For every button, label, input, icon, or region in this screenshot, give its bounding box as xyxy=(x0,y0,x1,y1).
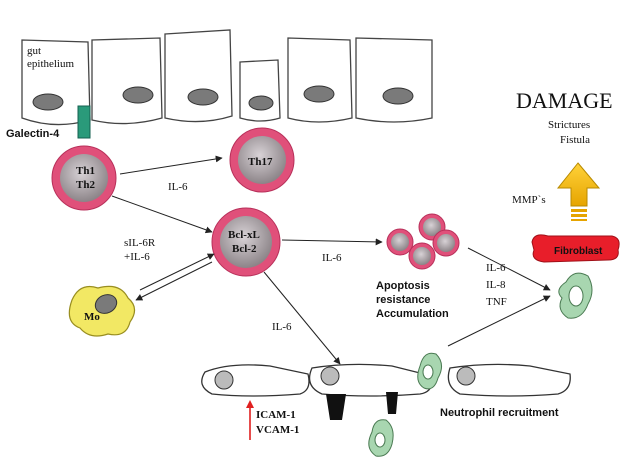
epithelium-label-line2: epithelium xyxy=(27,58,74,70)
icam-label: ICAM-1 xyxy=(256,409,296,421)
th1-th2-cell: Th1 Th2 xyxy=(51,145,117,211)
epithelial-cell xyxy=(91,37,163,125)
il6-label-apoptosis: IL-6 xyxy=(322,252,342,264)
nucleus xyxy=(248,95,274,111)
neutrophil-cell xyxy=(368,419,394,457)
arrow-th-to-th17 xyxy=(119,155,223,175)
arrow-endothelium-to-fibroblast xyxy=(447,295,551,347)
epithelial-cell xyxy=(287,37,353,123)
gut-epithelium: gut epithelium xyxy=(21,29,433,126)
bcl-xl-label: Bcl-xL xyxy=(228,229,260,241)
mmp-arrow xyxy=(556,162,601,221)
neutrophil-cell xyxy=(558,272,593,319)
epithelial-cell xyxy=(164,29,233,123)
cytokine-il6: IL-6 xyxy=(486,262,506,274)
monocyte: Mo xyxy=(68,285,136,337)
sil6r-label-line2: +IL-6 xyxy=(124,251,150,263)
damage-item-fistula: Fistula xyxy=(560,134,590,146)
damage-item-strictures: Strictures xyxy=(548,119,590,131)
cytokine-tnf: TNF xyxy=(486,296,507,308)
th1-label: Th1 xyxy=(76,165,95,177)
nucleus xyxy=(382,87,414,105)
th17-cell: Th17 xyxy=(229,127,295,193)
arrow-bcl-to-apoptosis xyxy=(281,238,383,246)
nucleus xyxy=(303,85,335,103)
vcam-label: VCAM-1 xyxy=(256,424,299,436)
mmps-label: MMP`s xyxy=(512,194,546,206)
neutrophil-cell xyxy=(417,352,442,390)
apoptosis-label-line3: Accumulation xyxy=(376,308,449,320)
bcl-2-label: Bcl-2 xyxy=(232,243,257,255)
endothelium xyxy=(201,363,571,420)
arrow-apoptosis-to-fibroblast xyxy=(467,247,551,291)
epithelium-label-line1: gut xyxy=(27,45,41,57)
damage-title: DAMAGE xyxy=(516,88,613,113)
neutrophil-recruitment-label: Neutrophil recruitment xyxy=(440,407,559,419)
nucleus xyxy=(122,86,154,104)
arrow-bcl-to-mo xyxy=(135,261,213,301)
epithelial-cell xyxy=(239,59,281,122)
arrow-th-to-bcl xyxy=(111,195,213,234)
apoptosis-label-line2: resistance xyxy=(376,294,430,306)
galectin-4-marker xyxy=(77,105,91,139)
arrow-bcl-to-endothelium xyxy=(263,271,341,365)
th2-label: Th2 xyxy=(76,179,95,191)
apoptosis-resistant-cells xyxy=(386,213,460,270)
bcl-cell: Bcl-xL Bcl-2 xyxy=(211,207,281,277)
galectin-4-label: Galectin-4 xyxy=(6,128,60,140)
nucleus xyxy=(187,88,219,106)
epithelial-cell xyxy=(355,37,433,123)
arrows xyxy=(111,155,551,365)
sil6r-label-line1: sIL-6R xyxy=(124,237,156,249)
th17-label: Th17 xyxy=(248,156,273,168)
cytokine-il8: IL-8 xyxy=(486,279,506,291)
il6-label-th17: IL-6 xyxy=(168,181,188,193)
fibroblast-label: Fibroblast xyxy=(554,246,603,257)
arrow-mo-to-bcl xyxy=(139,253,215,291)
fibroblast: Fibroblast xyxy=(531,234,620,263)
mo-label: Mo xyxy=(84,311,100,323)
il6-label-endothelium: IL-6 xyxy=(272,321,292,333)
nucleus xyxy=(32,93,64,111)
apoptosis-label-line1: Apoptosis xyxy=(376,280,430,292)
